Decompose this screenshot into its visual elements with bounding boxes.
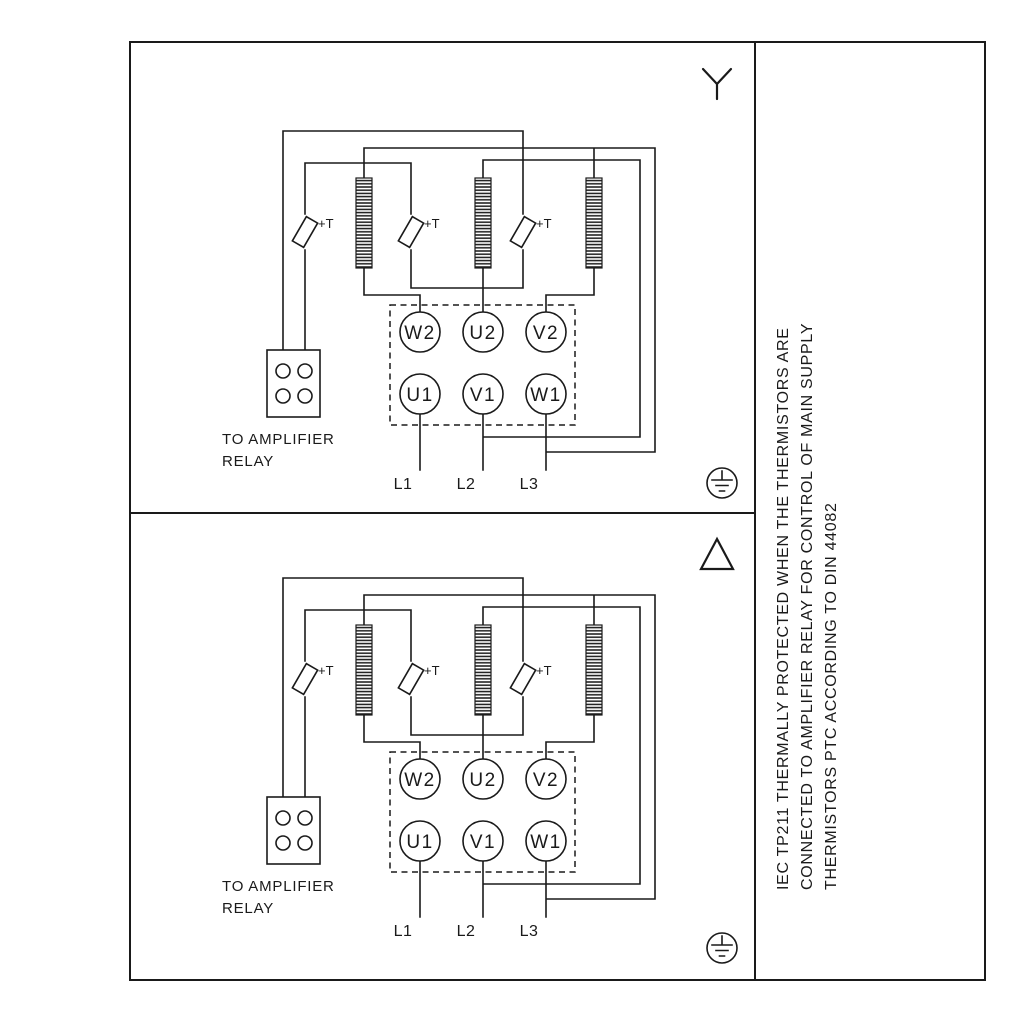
ptc-thermistor-icon: +T (291, 215, 334, 249)
svg-text:V1: V1 (470, 385, 496, 406)
svg-text:V2: V2 (533, 770, 559, 791)
terminal-v2: V2 (525, 311, 567, 353)
thermistor-label: +T (424, 663, 440, 678)
amplifier-relay-terminal-block (266, 796, 321, 865)
motor-winding (474, 624, 492, 716)
motor-winding (355, 177, 373, 269)
terminal-u2: U2 (462, 758, 504, 800)
svg-text:V2: V2 (533, 323, 559, 344)
delta-icon (699, 536, 735, 571)
terminal-u1: U1 (399, 820, 441, 862)
svg-text:W2: W2 (404, 323, 436, 344)
supply-label-l3: L3 (520, 923, 539, 940)
side-note-line-2: CONNECTED TO AMPLIFIER RELAY FOR CONTROL… (799, 323, 816, 890)
terminal-w1: W1 (525, 373, 567, 415)
motor-winding (585, 177, 603, 269)
supply-label-l1: L1 (394, 923, 413, 940)
thermistor-label: +T (318, 663, 334, 678)
side-note-line-3: THERMISTORS PTC ACCORDING TO DIN 44082 (823, 502, 840, 890)
thermistor-label: +T (318, 216, 334, 231)
wye-icon (701, 67, 733, 101)
ptc-thermistor-icon: +T (397, 215, 440, 249)
earth-ground-icon (706, 932, 738, 964)
svg-text:U1: U1 (406, 832, 433, 853)
supply-label-l3: L3 (520, 476, 539, 493)
terminal-box-outline (389, 751, 576, 873)
motor-winding (585, 624, 603, 716)
terminal-u2: U2 (462, 311, 504, 353)
side-note: IEC TP211 THERMALLY PROTECTED WHEN THE T… (775, 323, 840, 890)
svg-text:W1: W1 (530, 385, 562, 406)
svg-text:V1: V1 (470, 832, 496, 853)
supply-label-l2: L2 (457, 476, 476, 493)
terminal-w2: W2 (399, 311, 441, 353)
terminal-w1: W1 (525, 820, 567, 862)
thermistor-label: +T (424, 216, 440, 231)
terminal-u1: U1 (399, 373, 441, 415)
amplifier-relay-terminal-block (266, 349, 321, 418)
ptc-thermistor-icon: +T (509, 215, 552, 249)
relay-label-line2: RELAY (222, 900, 274, 917)
terminal-box-outline (389, 304, 576, 426)
frame (129, 41, 986, 981)
earth-ground-icon (706, 467, 738, 499)
wiring (282, 130, 656, 471)
thermistor-label: +T (536, 663, 552, 678)
supply-label-l1: L1 (394, 476, 413, 493)
thermistor-label: +T (536, 216, 552, 231)
ptc-thermistor-icon: +T (397, 662, 440, 696)
star-connection-panel: +T +T +T TO AMPLIFIER RELAY W2 U2 (222, 67, 738, 499)
svg-text:W2: W2 (404, 770, 436, 791)
terminal-v1: V1 (462, 820, 504, 862)
terminal-v2: V2 (525, 758, 567, 800)
relay-label-line1: TO AMPLIFIER (222, 431, 335, 448)
svg-text:U2: U2 (469, 770, 496, 791)
svg-text:U1: U1 (406, 385, 433, 406)
relay-label-line2: RELAY (222, 453, 274, 470)
terminal-w2: W2 (399, 758, 441, 800)
outer-border (129, 41, 986, 981)
wiring (282, 577, 656, 918)
supply-label-l2: L2 (457, 923, 476, 940)
motor-winding (474, 177, 492, 269)
ptc-thermistor-icon: +T (291, 662, 334, 696)
ptc-thermistor-icon: +T (509, 662, 552, 696)
svg-text:U2: U2 (469, 323, 496, 344)
relay-label-line1: TO AMPLIFIER (222, 878, 335, 895)
svg-text:W1: W1 (530, 832, 562, 853)
delta-connection-panel: +T +T +T TO AMPLIFIER RELAY (222, 536, 738, 964)
motor-winding (355, 624, 373, 716)
side-note-line-1: IEC TP211 THERMALLY PROTECTED WHEN THE T… (775, 327, 792, 890)
terminal-v1: V1 (462, 373, 504, 415)
